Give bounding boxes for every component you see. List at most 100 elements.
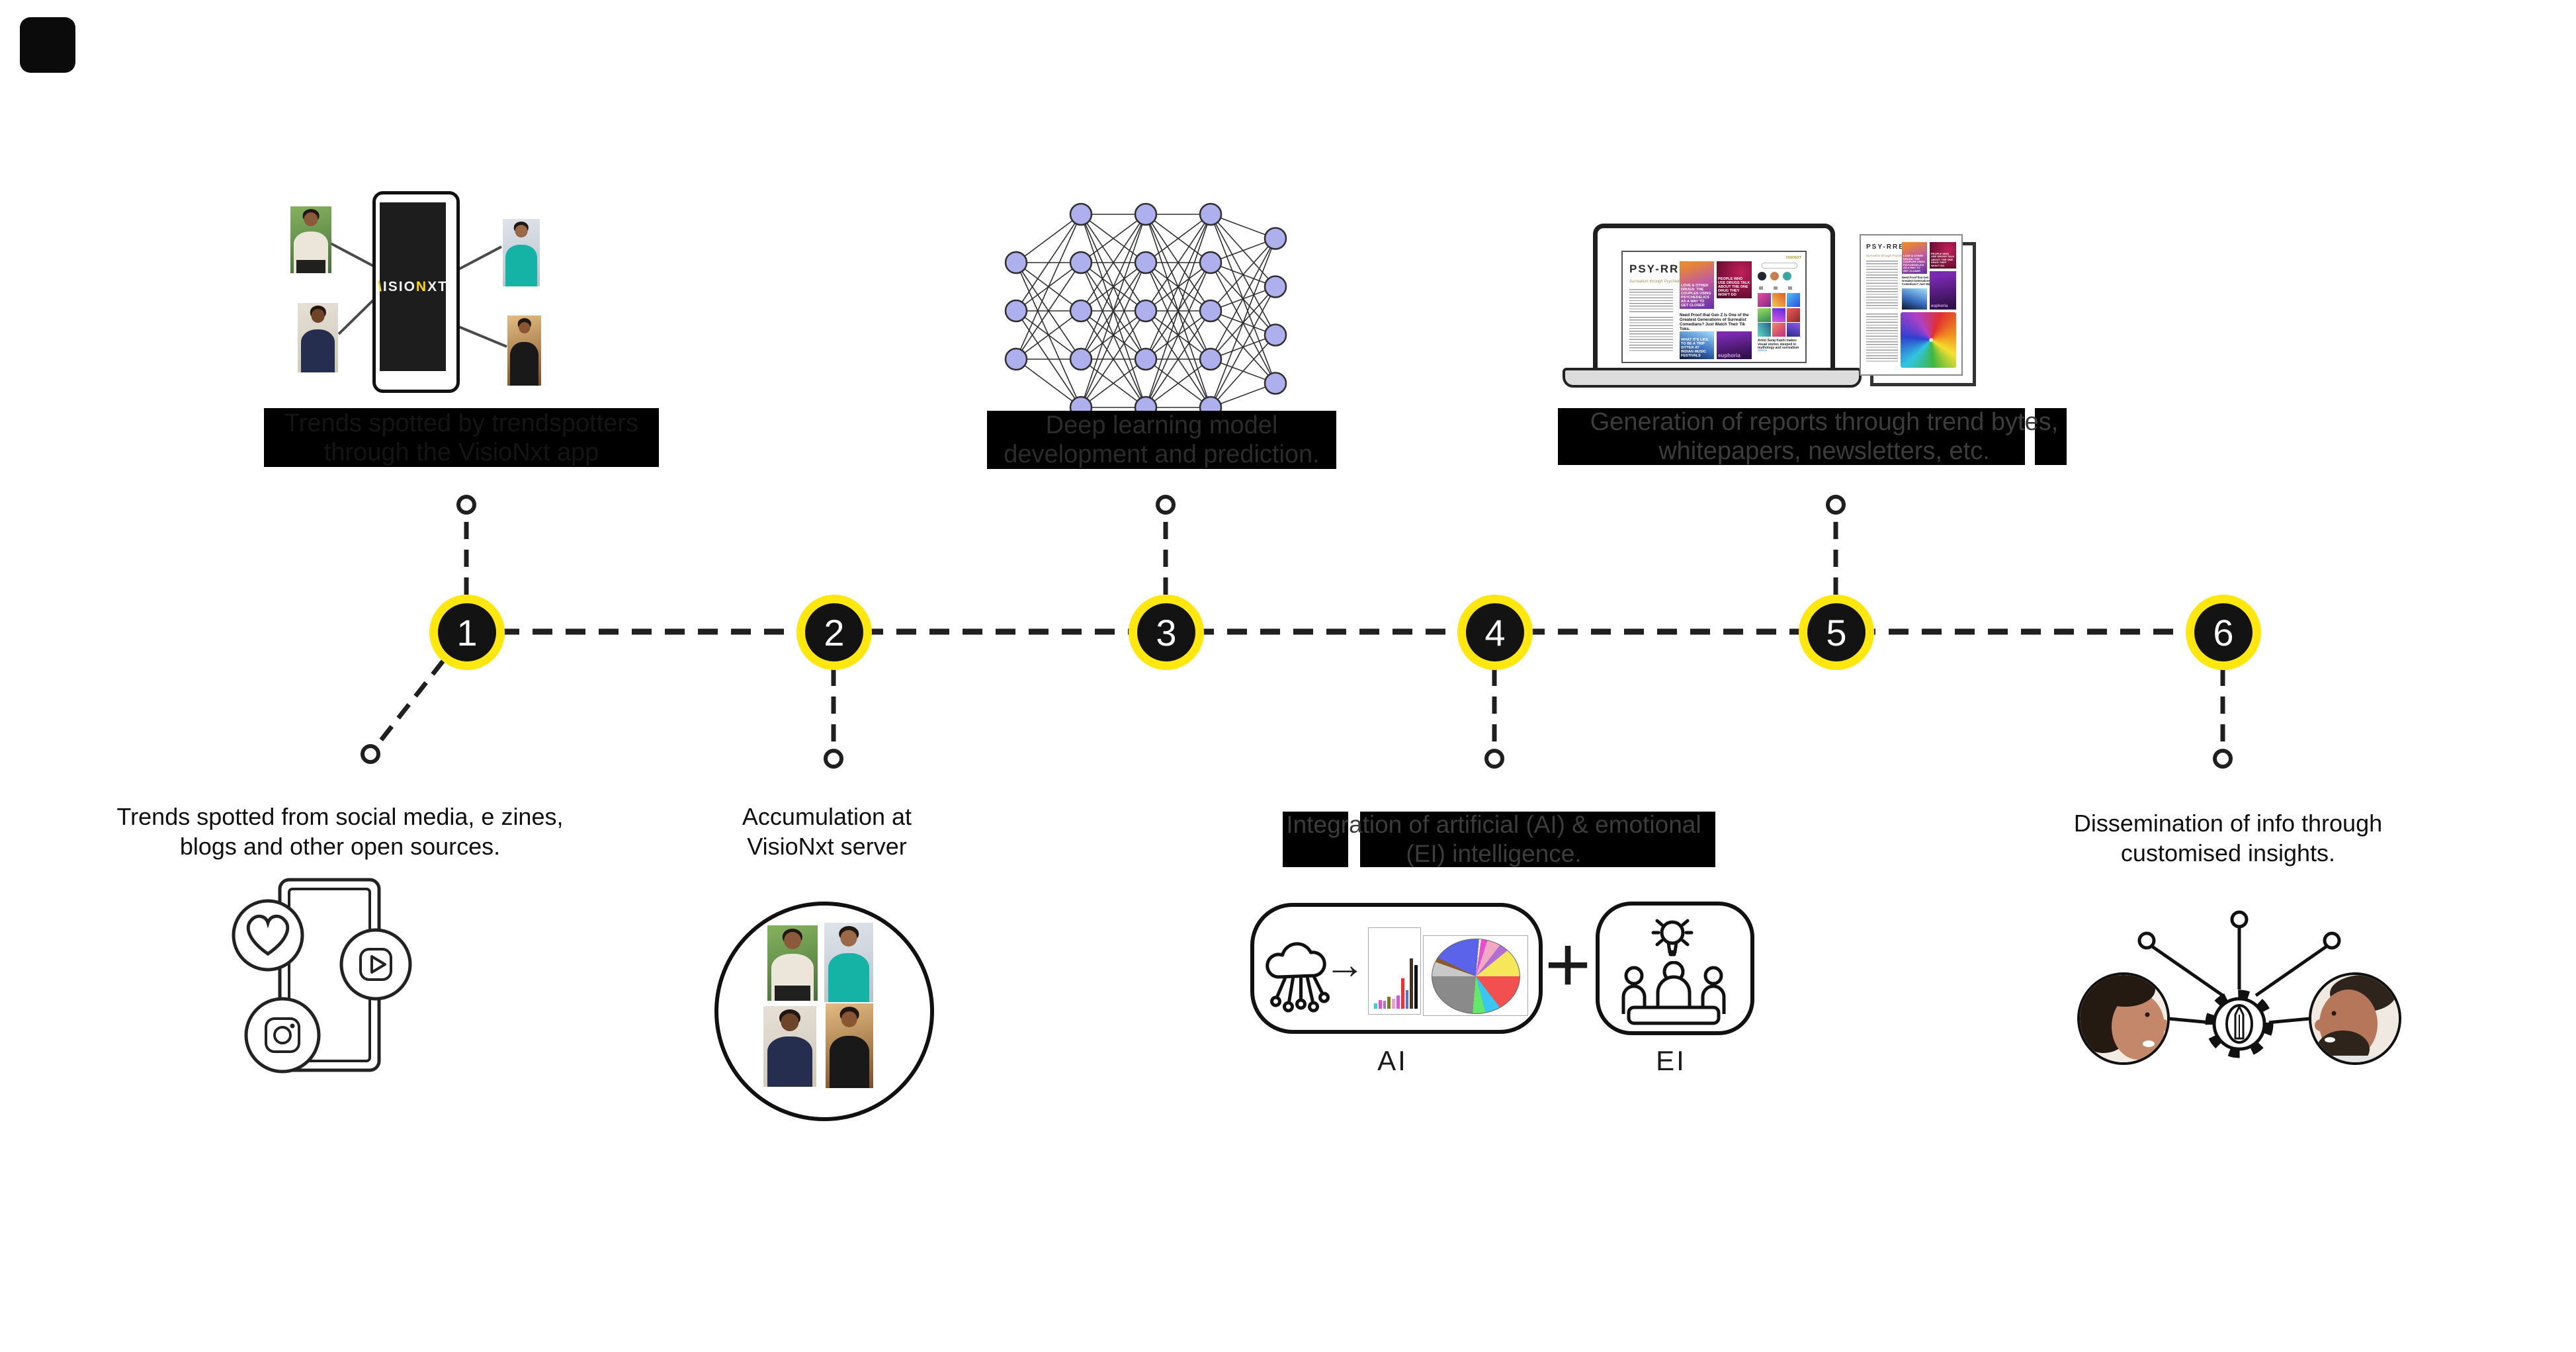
caption-step1-bottom: Trends spotted from social media, e zine…	[116, 803, 564, 860]
article-tile: LOVE & OTHER DRUGS: THE COUPLES USING PS…	[1680, 261, 1714, 309]
gear-pencil-icon	[2205, 990, 2274, 1058]
mini-bar	[1410, 958, 1414, 1009]
eye	[2145, 1012, 2150, 1017]
app-preview-column: VISIONXT Artist Suraj Kashi makes visual…	[1756, 255, 1801, 359]
caption-step1-top: Trends spotted by trendspotters through …	[264, 408, 659, 467]
pants	[296, 259, 326, 273]
mini-bar	[1392, 999, 1395, 1009]
collage-tile	[1772, 308, 1786, 322]
caption-step2: Accumulation at VisioNxt server	[742, 803, 912, 860]
nn-node	[1069, 347, 1093, 371]
face	[515, 225, 528, 238]
shirt	[510, 342, 538, 386]
collage-tile	[1758, 293, 1772, 307]
instagram-icon	[265, 1017, 300, 1053]
mini-bar	[1374, 1003, 1377, 1009]
face	[781, 1013, 799, 1032]
server-circle	[714, 902, 934, 1121]
smile	[2143, 1040, 2155, 1047]
phone-screen: \ISIONXT	[378, 202, 448, 371]
caption-step5-top: Generation of reports through trend byte…	[1558, 408, 2090, 465]
plus-sign: +	[1544, 920, 1592, 1009]
nn-node	[1004, 347, 1028, 371]
shirt	[828, 952, 870, 1002]
icon-row	[1759, 286, 1799, 290]
server-photo-4	[826, 1003, 873, 1088]
url-bar	[1762, 263, 1797, 269]
timeline-node-6: 6	[2186, 595, 2261, 670]
caption-step6: Dissemination of info through customised…	[2073, 810, 2383, 866]
server-photo-2	[824, 923, 873, 1002]
ei-label: EI	[1656, 1045, 1686, 1076]
dissemination-cluster	[2077, 910, 2401, 1065]
mini-bar	[1405, 990, 1409, 1009]
eye	[2331, 1011, 2337, 1016]
shirt	[2317, 1056, 2389, 1062]
shirt	[505, 244, 537, 286]
article-headline: Need Proof that Gen Z Is One of the Grea…	[1680, 313, 1752, 331]
nn-node	[1264, 227, 1287, 250]
collage-tile	[1772, 323, 1786, 337]
bar-chart-icon	[1368, 927, 1421, 1015]
face	[784, 932, 801, 950]
report-webpage: PSY-RREAL Surrealism through Psychedelic…	[1621, 251, 1807, 363]
social-media-phone-icon	[232, 878, 412, 1074]
nn-node	[1134, 299, 1158, 323]
timeline-node-5: 5	[1799, 595, 1874, 670]
mini-bar	[1387, 997, 1391, 1009]
ei-box	[1596, 902, 1754, 1035]
collage-tile	[1786, 323, 1800, 337]
nn-node	[1004, 251, 1028, 275]
trendspotter-photo-1	[290, 206, 331, 273]
profile-avatars	[1758, 272, 1795, 284]
smile	[2325, 1037, 2335, 1042]
mini-bar	[1378, 1000, 1382, 1009]
article-tile: PEOPLE WHO USE DRUGS TALK ABOUT THE ONE …	[1717, 261, 1752, 298]
pants	[774, 986, 811, 1001]
face	[311, 309, 325, 323]
mini-bar	[1414, 965, 1418, 1009]
caption-step3-top: Deep learning model development and pred…	[987, 411, 1336, 469]
visionxt-logo: \ISIONXT	[378, 278, 448, 294]
mini-bar	[1383, 1001, 1387, 1009]
collage-tile	[1758, 323, 1772, 337]
neural-network-diagram	[1004, 202, 1287, 419]
nn-node	[1134, 347, 1158, 371]
pie-chart-icon	[1432, 939, 1520, 1014]
tie-dye-image	[1901, 312, 1956, 368]
team-meeting-icon	[1621, 961, 1726, 1025]
face	[304, 212, 318, 227]
hero-connector-lines	[330, 242, 507, 348]
mini-logo: VISIONXT	[1785, 256, 1801, 260]
mini-bar	[1396, 995, 1400, 1009]
recipient-female-photo	[2077, 972, 2170, 1065]
collage-tile	[1786, 308, 1800, 322]
shirt	[767, 1036, 812, 1087]
server-photo-3	[763, 1006, 816, 1087]
mini-bar	[1400, 978, 1404, 1009]
article-tile: euphoria	[1717, 331, 1752, 359]
caption-step4: Integration of artificial (AI) & emotion…	[1257, 811, 1731, 867]
nn-node	[1264, 323, 1287, 347]
heart-icon	[246, 914, 290, 956]
nn-node	[1069, 202, 1093, 226]
timeline-node-3: 3	[1129, 595, 1204, 670]
nn-node	[1264, 372, 1287, 395]
source-link[interactable]: Source	[1758, 349, 1768, 352]
nn-node	[1199, 251, 1223, 275]
body-text-block	[1629, 317, 1673, 353]
timeline-node-2: 2	[796, 595, 872, 670]
pie-chart-panel	[1423, 935, 1528, 1016]
shirt	[829, 1035, 870, 1088]
heart-bubble	[232, 899, 304, 972]
collage-tile	[1772, 293, 1786, 307]
trendspotter-photo-2	[298, 303, 338, 372]
nose	[2315, 1019, 2327, 1031]
nn-node	[1069, 299, 1093, 323]
face	[518, 321, 531, 333]
nn-node	[1199, 347, 1223, 371]
laptop-base	[1563, 368, 1862, 388]
artwork-collage	[1758, 293, 1800, 337]
nn-node	[1004, 299, 1028, 323]
nn-node	[1199, 202, 1223, 226]
